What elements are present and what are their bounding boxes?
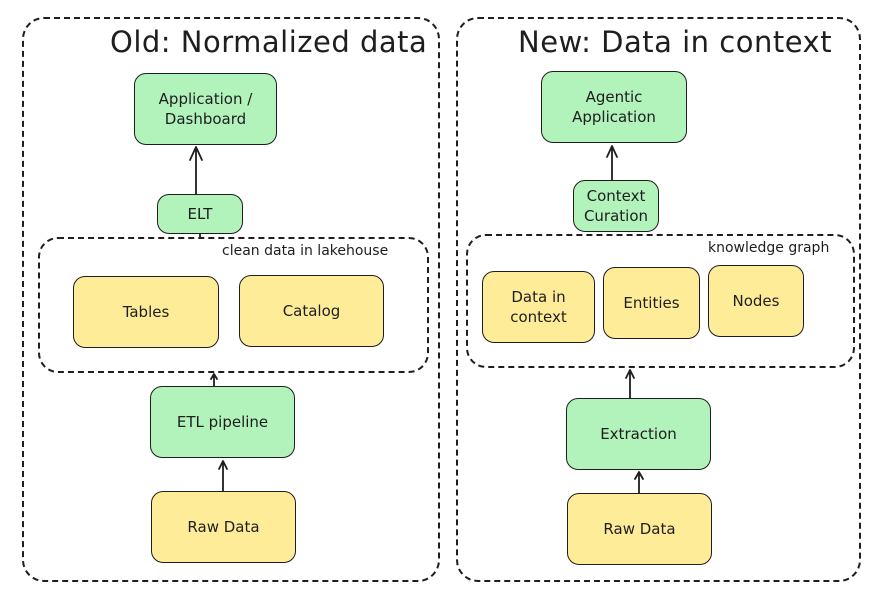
new-panel-title: New: Data in context — [518, 25, 833, 59]
etl-pipeline-node: ETL pipeline — [150, 386, 295, 458]
elt-node: ELT — [157, 194, 243, 234]
lakehouse-group-label: clean data in lakehouse — [222, 243, 389, 259]
context-curation-node: Context Curation — [573, 180, 659, 232]
nodes-node: Nodes — [708, 265, 804, 337]
agentic-application-node: Agentic Application — [541, 71, 687, 143]
application-dashboard-node: Application / Dashboard — [134, 73, 277, 145]
catalog-node: Catalog — [239, 275, 384, 347]
extraction-node: Extraction — [566, 398, 711, 470]
lakehouse-group — [38, 237, 429, 373]
knowledge-graph-group-label: knowledge graph — [708, 240, 830, 256]
tables-node: Tables — [73, 276, 219, 348]
data-in-context-node: Data in context — [482, 271, 595, 343]
left-raw-data-node: Raw Data — [151, 491, 296, 563]
new-context-panel — [456, 17, 861, 582]
knowledge-graph-group — [466, 234, 855, 368]
old-panel-title: Old: Normalized data — [110, 25, 428, 59]
old-normalized-panel — [22, 17, 440, 582]
right-raw-data-node: Raw Data — [567, 493, 712, 565]
entities-node: Entities — [603, 267, 700, 339]
